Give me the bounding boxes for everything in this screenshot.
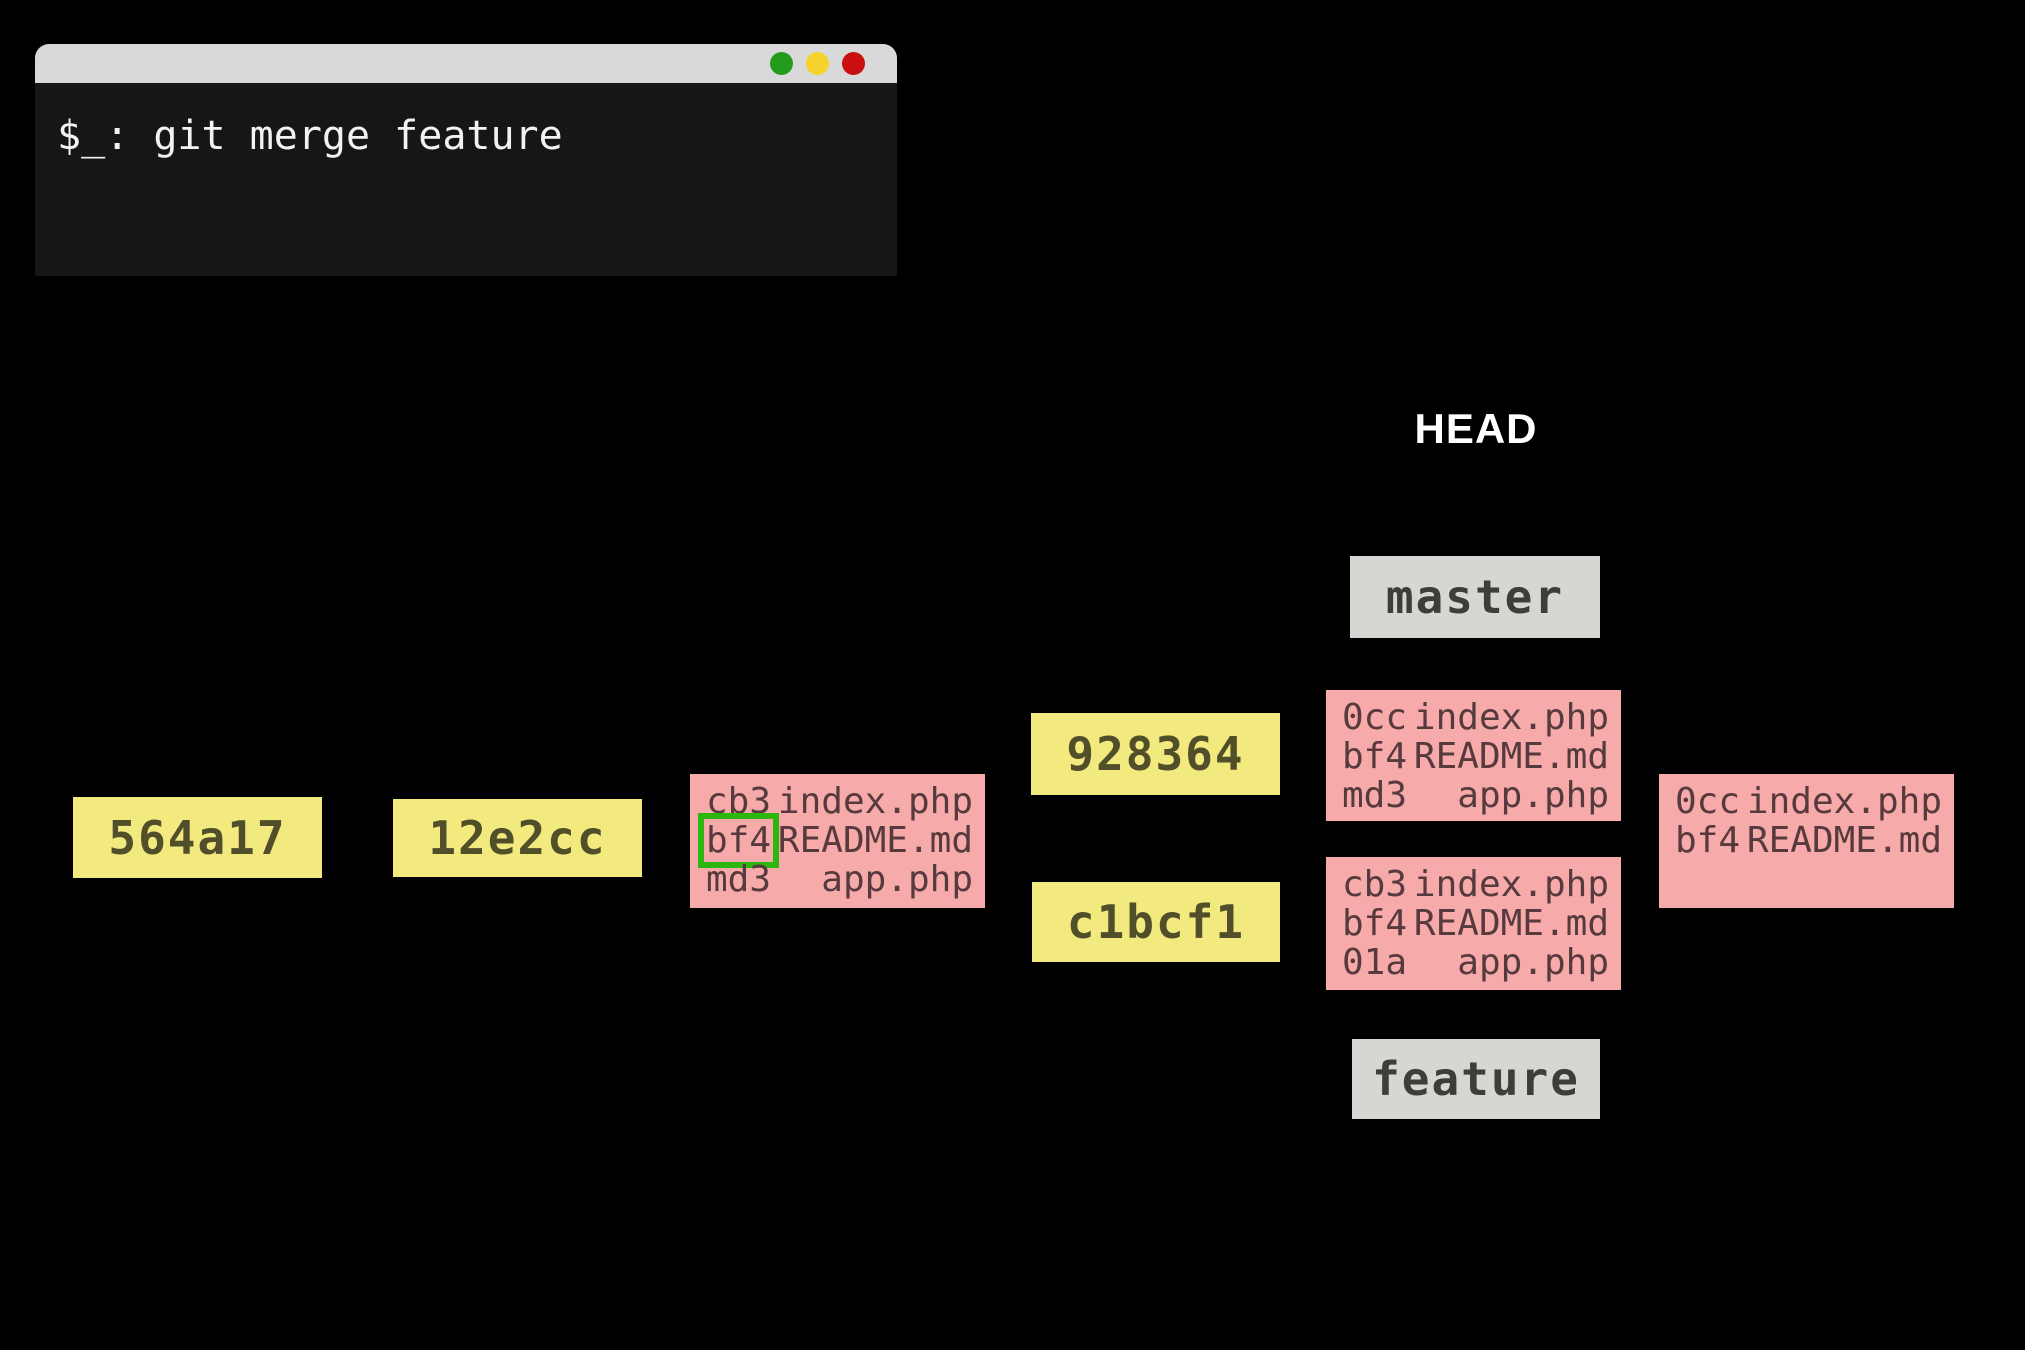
file-name: index.php bbox=[1413, 864, 1609, 905]
file-hash: 0cc bbox=[1675, 781, 1741, 822]
file-hash: md3 bbox=[1342, 775, 1408, 816]
branch-tag-feature: feature bbox=[1352, 1039, 1600, 1119]
window-close-icon[interactable] bbox=[842, 52, 865, 75]
commit-box-564a17: 564a17 bbox=[73, 797, 322, 878]
file-row: md3 app.php bbox=[1342, 776, 1609, 815]
file-row: 0cc index.php bbox=[1342, 698, 1609, 737]
file-tree-merge-result: 0cc index.php bf4 README.md bbox=[1659, 774, 1954, 908]
window-maximize-icon[interactable] bbox=[806, 52, 829, 75]
file-name: index.php bbox=[1413, 697, 1609, 738]
terminal-command-text: $_: git merge feature bbox=[57, 113, 563, 159]
file-hash: 01a bbox=[1342, 942, 1408, 983]
file-row: bf4 README.md bbox=[1675, 821, 1942, 860]
file-row: bf4 README.md bbox=[697, 813, 973, 868]
file-hash: md3 bbox=[706, 859, 772, 900]
file-name: app.php bbox=[1457, 775, 1609, 816]
window-minimize-icon[interactable] bbox=[770, 52, 793, 75]
file-name: app.php bbox=[821, 859, 973, 900]
file-name: README.md bbox=[1413, 736, 1609, 777]
terminal-body: $_: git merge feature bbox=[35, 83, 897, 276]
file-name: README.md bbox=[1413, 903, 1609, 944]
highlighted-hash: bf4 bbox=[697, 813, 780, 868]
file-name: README.md bbox=[777, 820, 973, 861]
file-tree-feature: cb3 index.php bf4 README.md 01a app.php bbox=[1326, 857, 1621, 990]
file-name: index.php bbox=[1746, 781, 1942, 822]
terminal-window: $_: git merge feature bbox=[35, 44, 897, 276]
head-label: HEAD bbox=[1414, 405, 1538, 452]
file-row: bf4 README.md bbox=[1342, 904, 1609, 943]
file-hash: bf4 bbox=[1675, 820, 1741, 861]
commit-box-c1bcf1: c1bcf1 bbox=[1032, 882, 1280, 962]
file-name: README.md bbox=[1746, 820, 1942, 861]
file-hash: cb3 bbox=[1342, 864, 1408, 905]
commit-box-12e2cc: 12e2cc bbox=[393, 799, 642, 877]
branch-tag-master: master bbox=[1350, 556, 1600, 638]
file-hash: cb3 bbox=[706, 781, 772, 822]
terminal-titlebar bbox=[35, 44, 897, 83]
file-hash: 0cc bbox=[1342, 697, 1408, 738]
file-tree-master: 0cc index.php bf4 README.md md3 app.php bbox=[1326, 690, 1621, 821]
file-row: bf4 README.md bbox=[1342, 737, 1609, 776]
file-row: md3 app.php bbox=[706, 860, 973, 899]
file-hash: bf4 bbox=[1342, 903, 1408, 944]
file-row: 0cc index.php bbox=[1675, 782, 1942, 821]
file-name: app.php bbox=[1457, 942, 1609, 983]
file-name: index.php bbox=[777, 781, 973, 822]
file-row: cb3 index.php bbox=[1342, 865, 1609, 904]
file-row: 01a app.php bbox=[1342, 943, 1609, 982]
file-hash: bf4 bbox=[1342, 736, 1408, 777]
commit-box-928364: 928364 bbox=[1031, 713, 1280, 795]
file-tree-merge-base: cb3 index.php bf4 README.md md3 app.php bbox=[690, 774, 985, 908]
file-row: cb3 index.php bbox=[706, 782, 973, 821]
